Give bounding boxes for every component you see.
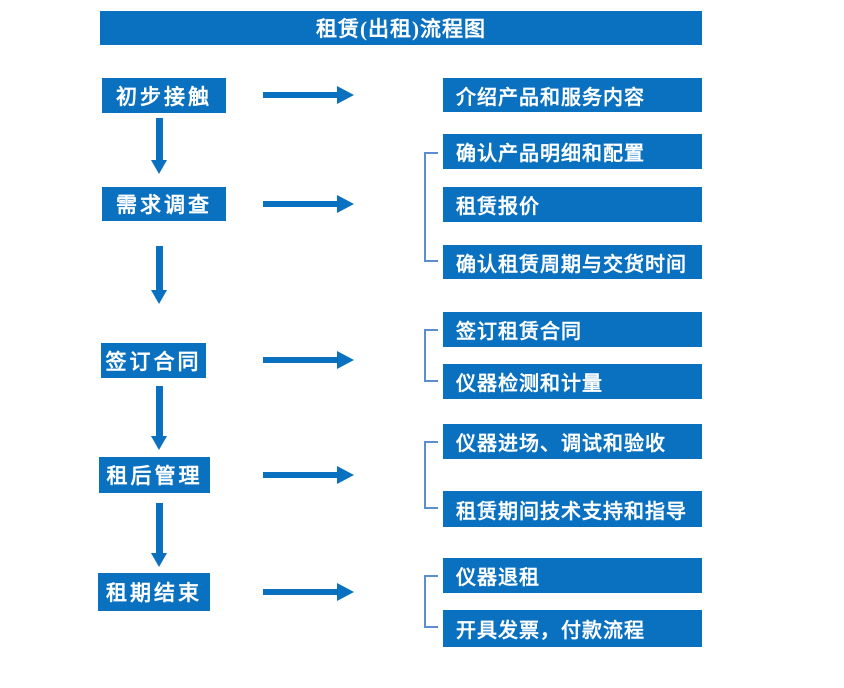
- step-sign-contract: 签订合同: [101, 343, 206, 378]
- arrow-down-icon: [151, 246, 167, 304]
- page-title: 租赁(出租)流程图: [100, 11, 702, 45]
- step-needs-survey: 需求调查: [102, 187, 226, 221]
- group-bracket: [424, 441, 438, 509]
- detail-invoice-payment-process: 开具发票，付款流程: [443, 610, 702, 647]
- detail-instrument-arrival-debug-acceptance: 仪器进场、调试和验收: [443, 424, 702, 459]
- arrow-right-icon: [263, 86, 354, 104]
- detail-sign-lease-contract: 签订租赁合同: [443, 312, 702, 347]
- group-bracket: [424, 329, 438, 382]
- detail-rental-quote: 租赁报价: [443, 187, 702, 222]
- detail-introduce-products-services: 介绍产品和服务内容: [443, 78, 702, 112]
- arrow-right-icon: [263, 195, 354, 213]
- detail-instrument-return: 仪器退租: [443, 558, 702, 593]
- arrow-right-icon: [263, 351, 354, 369]
- arrow-right-icon: [263, 466, 354, 484]
- arrow-down-icon: [151, 118, 167, 174]
- step-post-rental-management: 租后管理: [99, 457, 210, 493]
- detail-confirm-lease-period-delivery: 确认租赁周期与交货时间: [443, 245, 702, 279]
- detail-confirm-product-details-config: 确认产品明细和配置: [443, 134, 702, 169]
- group-bracket: [424, 575, 438, 628]
- step-lease-end: 租期结束: [98, 573, 210, 611]
- arrow-down-icon: [151, 503, 167, 567]
- group-bracket: [424, 152, 438, 262]
- arrow-down-icon: [151, 386, 167, 450]
- arrow-right-icon: [263, 583, 354, 601]
- detail-instrument-testing-metering: 仪器检测和计量: [443, 364, 702, 399]
- step-initial-contact: 初步接触: [102, 78, 226, 113]
- detail-lease-technical-support: 租赁期间技术支持和指导: [443, 491, 702, 527]
